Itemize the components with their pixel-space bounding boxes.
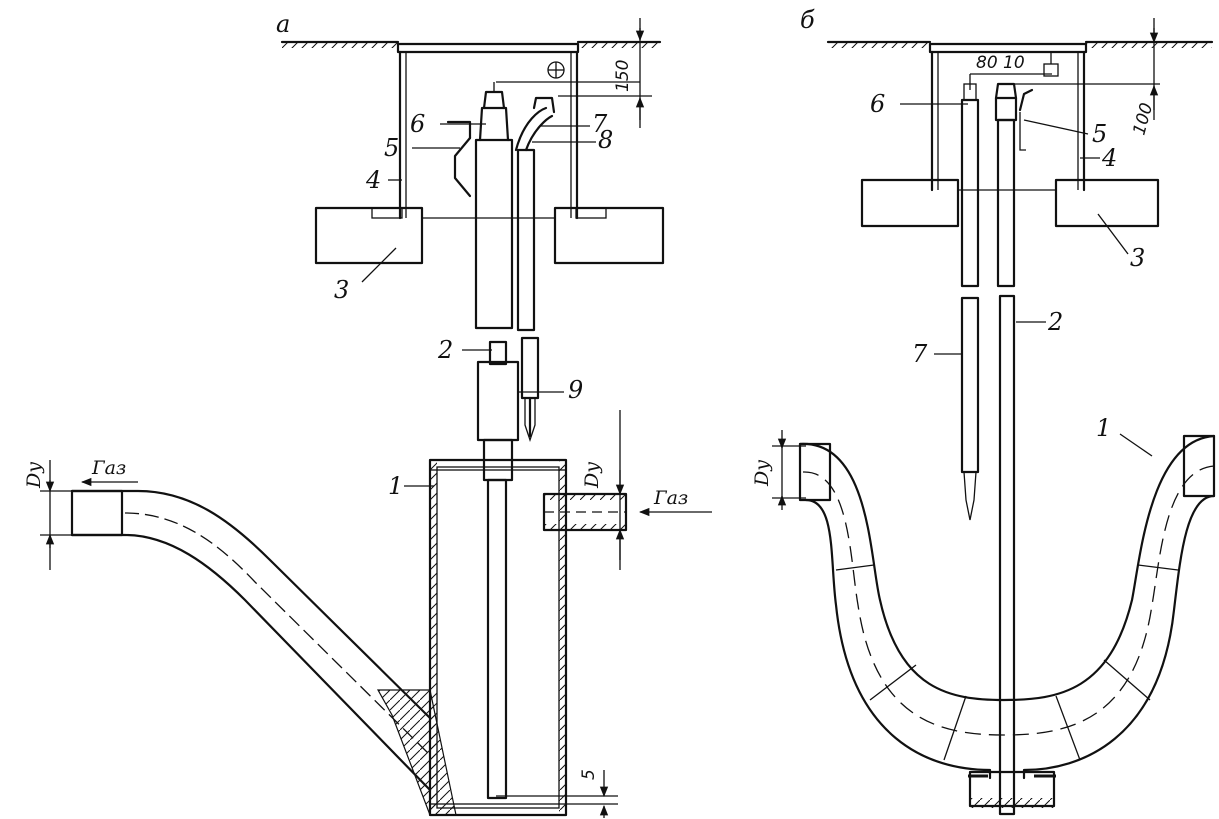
dimension-spacing: 80 10 — [969, 53, 1052, 90]
standpipe-upper-a — [474, 82, 514, 330]
part-a-9: 9 — [568, 376, 583, 404]
dim-150-label: 150 — [613, 60, 633, 92]
part-a-7: 7 — [592, 110, 608, 138]
nominal-diameter-left: Dу — [23, 460, 72, 570]
part-a-2: 2 — [437, 336, 453, 364]
concrete-slab-b — [860, 178, 1160, 228]
outlet-pipe-a — [70, 489, 457, 816]
drain-cock-a — [453, 136, 472, 198]
standpipe-b — [994, 82, 1034, 816]
part-b-5: 5 — [1092, 120, 1107, 148]
cock-handle-a — [446, 120, 472, 140]
part-a-6: 6 — [410, 110, 425, 138]
nominal-diameter-b: Dу — [751, 430, 806, 510]
part-a-8: 8 — [598, 126, 613, 154]
part-b-4: 4 — [1101, 144, 1117, 172]
panel-a-letter: а — [276, 10, 290, 38]
protective-box-a — [396, 42, 580, 220]
nominal-diameter-right: Dу — [581, 410, 625, 570]
panel-b-letter: б — [800, 6, 815, 34]
part-a-5: 5 — [384, 134, 399, 162]
gas-out-label: Газ — [91, 457, 126, 479]
part-b-6: 6 — [870, 90, 885, 118]
panel-a: а — [23, 10, 712, 818]
sleeve-tube-b — [960, 83, 980, 521]
part-labels-b: 6 5 4 3 2 7 1 — [870, 90, 1153, 457]
part-b-1: 1 — [1096, 414, 1111, 442]
inlet-nozzle-a — [542, 492, 628, 532]
u-trap-collector-b — [798, 434, 1216, 808]
panel-b: б 80 10 — [751, 6, 1216, 816]
part-a-3: 3 — [334, 276, 349, 304]
dy-left-label: Dу — [23, 462, 45, 489]
gas-in-label: Газ — [653, 487, 688, 509]
part-b-2: 2 — [1047, 308, 1063, 336]
concrete-slab-a — [314, 206, 665, 265]
dy-b-label: Dу — [751, 460, 773, 487]
condensate-collector-a — [428, 458, 568, 817]
dimension-150: 150 — [496, 18, 652, 128]
dim-80-10-label: 80 10 — [976, 53, 1025, 73]
dim-100-label: 100 — [1130, 101, 1158, 138]
dimension-5: 5 — [496, 769, 618, 818]
dimension-100: 100 — [1010, 18, 1160, 137]
dy-right-label: Dу — [581, 462, 603, 489]
protective-box-b — [928, 42, 1088, 192]
dim-5-label: 5 — [579, 769, 599, 780]
gas-flow-out-a: Газ — [80, 457, 138, 487]
part-labels-a: 6 5 4 7 8 3 2 9 1 — [334, 110, 613, 500]
gas-flow-in-a: Газ — [638, 487, 712, 517]
part-a-1: 1 — [388, 472, 403, 500]
part-b-3: 3 — [1130, 244, 1145, 272]
ground-surface-a — [280, 40, 662, 48]
standpipe-lower-a — [476, 336, 540, 800]
ground-surface-b — [826, 40, 1214, 48]
part-a-4: 4 — [365, 166, 381, 194]
sleeve-tube-a — [514, 96, 556, 332]
part-b-7: 7 — [912, 340, 928, 368]
